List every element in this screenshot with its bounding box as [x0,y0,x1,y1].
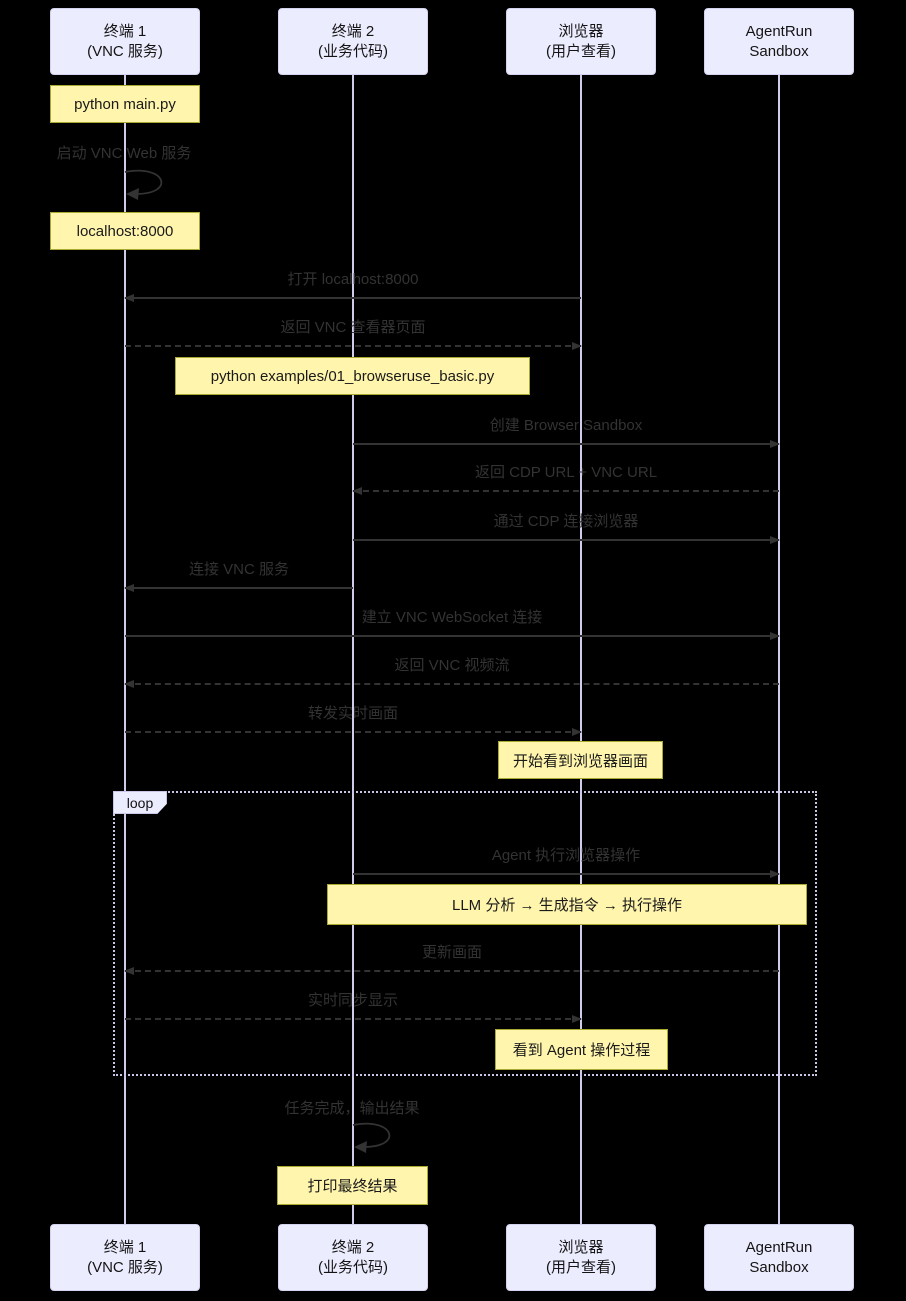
arrowhead-right-icon [572,1015,582,1023]
note-print-result: 打印最终结果 [277,1166,428,1205]
actor-terminal1-top: 终端 1 (VNC 服务) [50,8,200,75]
arrowhead-left-icon [124,294,134,302]
actor-name: 终端 1 [103,1238,147,1256]
lifeline-sandbox [778,75,780,1224]
arrowhead-right-icon [770,870,780,878]
actor-browser-bottom: 浏览器 (用户查看) [506,1224,656,1291]
note-python-example: python examples/01_browseruse_basic.py [175,357,530,395]
self-message-task-done-label: 任务完成，输出结果 [284,1100,420,1117]
note-start-view: 开始看到浏览器画面 [498,741,663,779]
actor-terminal2-bottom: 终端 2 (业务代码) [278,1224,428,1291]
actor-sandbox-bottom: AgentRun Sandbox [704,1224,854,1291]
note-agent-process: 看到 Agent 操作过程 [495,1029,668,1070]
actor-name: AgentRun [745,22,813,40]
actor-subtitle: (VNC 服务) [87,42,163,60]
actor-terminal1-bottom: 终端 1 (VNC 服务) [50,1224,200,1291]
lifeline-terminal1 [124,75,126,1224]
arrowhead-left-icon [352,487,362,495]
actor-terminal2-top: 终端 2 (业务代码) [278,8,428,75]
actor-name: 浏览器 [558,1238,604,1256]
actor-sandbox-top: AgentRun Sandbox [704,8,854,75]
loop-frame: loop [113,791,817,1076]
arrowhead-right-icon [770,440,780,448]
self-message-start-vnc-label: 启动 VNC Web 服务 [56,145,192,162]
note-llm-flow: LLM 分析 → 生成指令 → 执行操作 [327,884,807,925]
arrowhead-right-icon [770,632,780,640]
arrowhead-left-icon [124,584,134,592]
note-localhost: localhost:8000 [50,212,200,250]
actor-subtitle: (VNC 服务) [87,1258,163,1276]
note-python-main: python main.py [50,85,200,123]
actor-name: 终端 1 [103,22,147,40]
arrowhead-left-icon [124,967,134,975]
actor-subtitle: Sandbox [749,1258,809,1276]
actor-subtitle: (业务代码) [318,1258,388,1276]
actor-subtitle: Sandbox [749,42,809,60]
arrowhead-right-icon [572,728,582,736]
actor-name: 浏览器 [558,22,604,40]
actor-subtitle: (业务代码) [318,42,388,60]
arrowhead-right-icon [572,342,582,350]
actor-name: AgentRun [745,1238,813,1256]
actor-name: 终端 2 [331,1238,375,1256]
actor-subtitle: (用户查看) [546,1258,616,1276]
lifeline-browser [580,75,582,1224]
actor-subtitle: (用户查看) [546,42,616,60]
actor-name: 终端 2 [331,22,375,40]
lifeline-terminal2 [352,75,354,1224]
arrowhead-left-icon [124,680,134,688]
arrowhead-right-icon [770,536,780,544]
self-loop-arrow-icon [352,1122,391,1153]
loop-label: loop [113,791,167,814]
actor-browser-top: 浏览器 (用户查看) [506,8,656,75]
self-loop-arrow-icon [124,169,163,200]
